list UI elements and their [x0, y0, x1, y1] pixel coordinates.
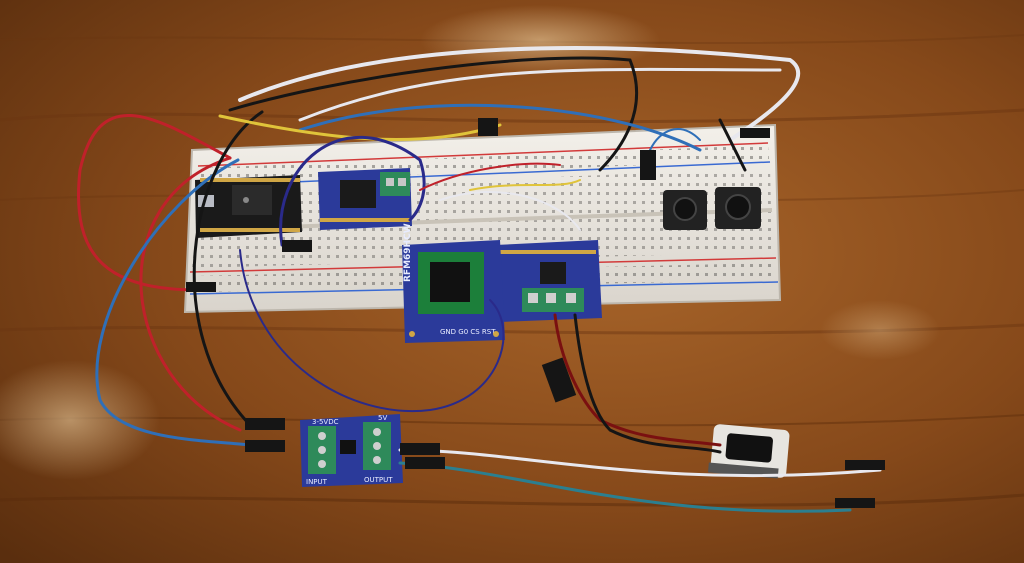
wire-connectors	[186, 118, 885, 508]
microcontroller-board	[195, 175, 302, 238]
rfm-label: RFM69HCW	[403, 223, 413, 282]
boost-input-label: INPUT	[306, 478, 328, 486]
amplifier-board	[495, 240, 602, 322]
push-button-2	[715, 187, 761, 229]
radio-pin-labels: GND G0 CS RST	[440, 328, 496, 336]
boost-vin-label: 5V	[378, 414, 387, 422]
audio-fx-board	[318, 168, 412, 230]
radio-module: RFM69HCW GND G0 CS RST	[402, 223, 505, 343]
boost-vout-label: 3-5VDC	[312, 418, 339, 426]
boost-converter-board: 3-5VDC 5V INPUT OUTPUT	[300, 414, 403, 487]
push-button-1	[663, 190, 707, 230]
jumper-wires	[77, 46, 882, 513]
boost-output-label: OUTPUT	[364, 476, 393, 484]
